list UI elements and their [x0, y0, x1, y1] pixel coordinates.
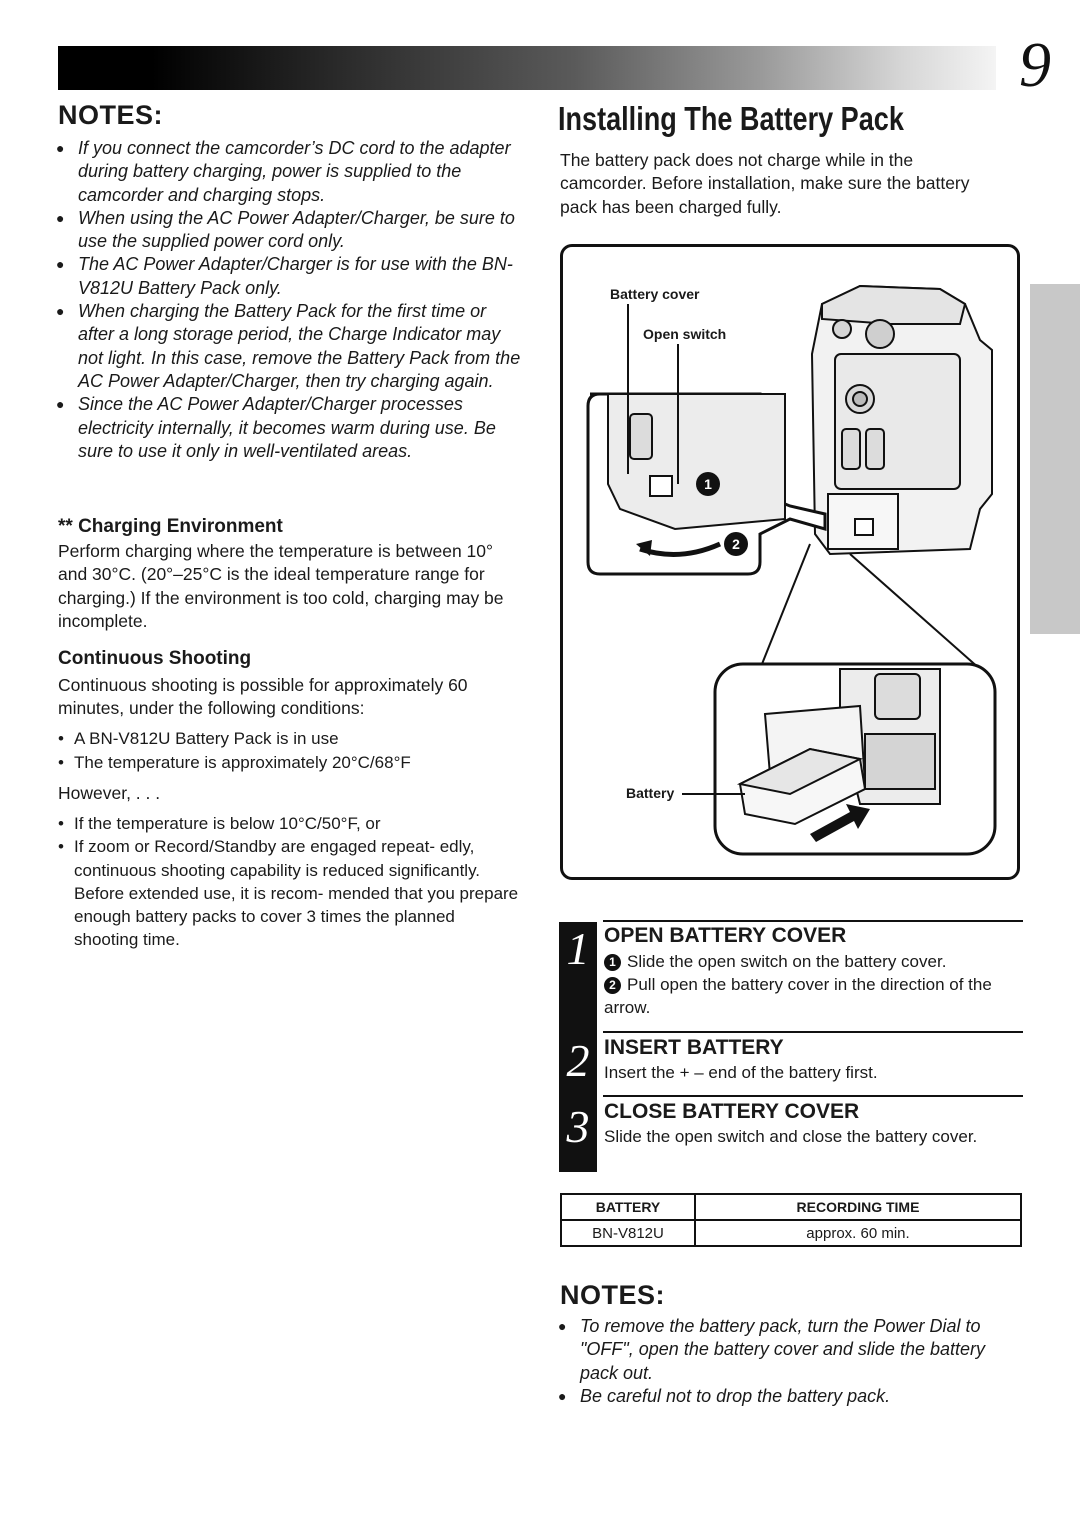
table-header-battery: BATTERY: [560, 1193, 696, 1221]
marker-2-icon: 2: [604, 977, 621, 994]
insert-arrow-icon: [810, 804, 870, 842]
step-3-text: Slide the open switch and close the batt…: [604, 1127, 978, 1146]
bullet-icon: ●: [56, 303, 65, 320]
connector-line: [849, 553, 981, 670]
list-item: ●Be careful not to drop the battery pack…: [558, 1385, 1018, 1408]
table-header-row: BATTERY RECORDING TIME: [560, 1193, 1022, 1221]
notes-list-left: ●If you connect the camcorder’s DC cord …: [56, 137, 526, 463]
bullet-icon: ●: [558, 1318, 567, 1334]
step-number-bar: [559, 922, 597, 1172]
label-battery-cover: Battery cover: [610, 286, 700, 302]
step-1-number: 1: [566, 923, 590, 974]
step-2-text: Insert the + – end of the battery first.: [604, 1063, 878, 1082]
camcorder-body: [810, 284, 993, 556]
list-item: ●To remove the battery pack, turn the Po…: [558, 1316, 985, 1383]
intro-text: The battery pack does not charge while i…: [560, 150, 970, 217]
bullet-icon: ●: [56, 140, 65, 156]
side-tab: [1030, 284, 1080, 634]
divider: [603, 1031, 1023, 1033]
marker-1-icon: 1: [604, 954, 621, 971]
exceptions-list: •If the temperature is below 10°C/50°F, …: [58, 812, 520, 952]
bullet-icon: •: [58, 837, 64, 857]
page-number: 9: [1019, 29, 1051, 100]
list-item: ●When charging the Battery Pack for the …: [56, 301, 521, 391]
list-item: ●The AC Power Adapter/Charger is for use…: [56, 254, 513, 298]
table-header-recording-time: RECORDING TIME: [694, 1193, 1022, 1221]
list-item: •The temperature is approximately 20°C/6…: [58, 751, 518, 774]
battery-table: BATTERY RECORDING TIME BN-V812U approx. …: [560, 1193, 1022, 1247]
notes-heading-left: NOTES:: [58, 100, 164, 130]
bullet-icon: ●: [56, 396, 65, 413]
charging-environment-text: Perform charging where the temperature i…: [58, 541, 504, 631]
callout-2-icon: 2: [724, 532, 748, 556]
bullet-icon: ●: [558, 1387, 567, 1404]
bullet-icon: •: [58, 814, 64, 833]
divider: [603, 920, 1023, 922]
page-title: Installing The Battery Pack: [558, 100, 904, 137]
list-item: ●When using the AC Power Adapter/Charger…: [56, 207, 515, 252]
table-cell-recording-time: approx. 60 min.: [694, 1219, 1022, 1247]
however-text: However, . . .: [58, 783, 161, 803]
list-item: •A BN-V812U Battery Pack is in use: [58, 727, 518, 750]
step-3-number: 3: [566, 1101, 590, 1152]
bullet-icon: •: [58, 753, 64, 773]
bullet-icon: ●: [56, 209, 65, 226]
step-2-heading: INSERT BATTERY: [604, 1036, 784, 1059]
table-cell-battery: BN-V812U: [560, 1219, 696, 1247]
camcorder-illustration: 1 2: [586, 284, 997, 856]
label-battery: Battery: [626, 785, 675, 801]
list-item: ●Since the AC Power Adapter/Charger proc…: [56, 394, 496, 461]
svg-text:1: 1: [704, 476, 712, 492]
continuous-shooting-text: Continuous shooting is possible for appr…: [58, 675, 468, 719]
battery-pack-icon: [736, 747, 867, 826]
bullet-icon: •: [58, 729, 64, 748]
notes-heading-right: NOTES:: [560, 1280, 666, 1310]
zoom-detail-body: [607, 393, 786, 531]
table-row: BN-V812U approx. 60 min.: [560, 1219, 1022, 1247]
bullet-icon: ●: [56, 256, 65, 273]
arrow-head-icon: [636, 540, 652, 556]
list-item: •If zoom or Record/Standby are engaged r…: [58, 837, 519, 950]
divider: [603, 1095, 1023, 1097]
illustration-frame: [560, 244, 1020, 880]
notes-list-right: ●To remove the battery pack, turn the Po…: [558, 1315, 1018, 1408]
list-item: ●If you connect the camcorder’s DC cord …: [56, 138, 511, 205]
connector-line: [759, 543, 811, 670]
conditions-list: •A BN-V812U Battery Pack is in use •The …: [58, 727, 518, 775]
continuous-shooting-heading: Continuous Shooting: [58, 648, 252, 669]
step-2-number: 2: [566, 1035, 590, 1086]
step-1-heading: OPEN BATTERY COVER: [604, 924, 847, 947]
list-item: •If the temperature is below 10°C/50°F, …: [58, 812, 520, 835]
step-3-heading: CLOSE BATTERY COVER: [604, 1100, 860, 1123]
callout-1-icon: 1: [696, 472, 720, 496]
charging-environment-heading: ** Charging Environment: [58, 516, 283, 537]
header-bar: [58, 46, 996, 90]
label-open-switch: Open switch: [643, 326, 727, 342]
svg-text:2: 2: [732, 536, 740, 552]
